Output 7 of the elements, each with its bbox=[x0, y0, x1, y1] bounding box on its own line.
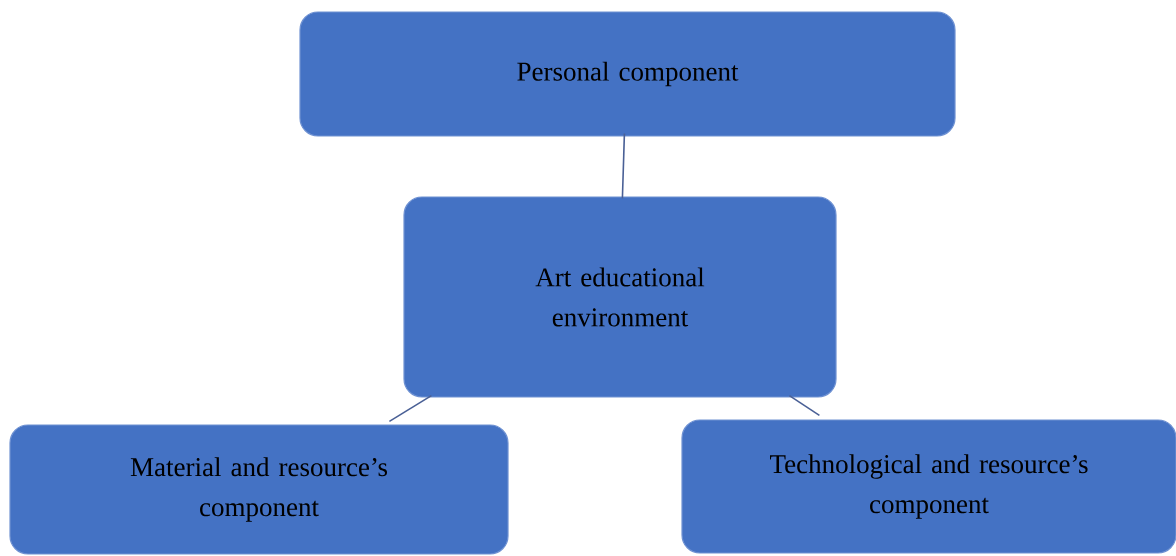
connector-line bbox=[388, 394, 433, 423]
process-box: Material and resource’s component bbox=[9, 424, 509, 555]
process-box: Art educational environment bbox=[403, 196, 837, 398]
process-box: Personal component bbox=[299, 11, 956, 137]
connector-line bbox=[621, 132, 626, 200]
process-box: Technological and resource’s component bbox=[681, 419, 1176, 554]
connector-line bbox=[788, 394, 821, 417]
